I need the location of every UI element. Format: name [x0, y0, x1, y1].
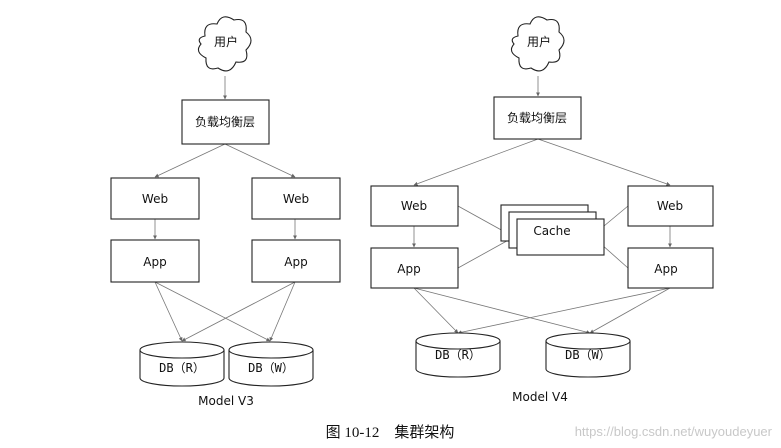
svg-text:DB（R）: DB（R） — [159, 361, 205, 375]
v4-link-appL-dbR — [413, 287, 459, 334]
figure-caption: 图 10-12 集群架构 — [326, 424, 455, 441]
v4-db-write: DB（W） — [545, 332, 631, 378]
v4-db-read: DB（R） — [415, 332, 501, 378]
v4-link-appL-dbW — [413, 287, 591, 335]
v4-link-appL-cache — [457, 236, 515, 269]
v4-lb-label: 负载均衡层 — [507, 111, 567, 125]
v4-link-appR-dbR — [457, 287, 671, 335]
v3-web-left: Web — [110, 177, 200, 220]
v4-web-right: Web — [627, 185, 714, 227]
svg-text:Web: Web — [283, 192, 309, 206]
svg-text:DB（R）: DB（R） — [435, 348, 481, 362]
svg-text:App: App — [654, 262, 677, 276]
svg-text:Web: Web — [657, 199, 683, 213]
svg-text:DB（W）: DB（W） — [565, 348, 611, 362]
v4-link-lb-web-left — [413, 138, 539, 186]
v3-db-write: DB（W） — [228, 341, 314, 387]
v3-user-label: 用户 — [214, 34, 238, 49]
v3-link-lb-web-right — [224, 143, 296, 178]
v3-load-balancer: 负载均衡层 — [181, 99, 270, 145]
v4-cache-label: Cache — [533, 224, 570, 238]
v4-web-left: Web — [370, 185, 459, 227]
v3-lb-label: 负载均衡层 — [195, 115, 255, 129]
svg-text:App: App — [397, 262, 420, 276]
v3-user-cloud: 用户 — [197, 16, 252, 72]
svg-text:DB（W）: DB（W） — [248, 361, 294, 375]
model-v3: 用户 负载均衡层 Web Web App App DB（R） — [110, 16, 341, 408]
v4-link-lb-web-right — [537, 138, 671, 186]
v3-link-appR-dbR — [181, 281, 296, 342]
v3-connectors — [153, 76, 297, 342]
svg-text:App: App — [143, 255, 166, 269]
model-v4: 用户 负载均衡层 Web Web App App Cache — [370, 16, 714, 404]
v3-link-appL-dbR — [154, 281, 183, 342]
v4-title: Model V4 — [512, 390, 568, 404]
v3-title: Model V3 — [198, 394, 254, 408]
v3-link-appR-dbW — [269, 281, 296, 342]
v3-link-appL-dbW — [154, 281, 271, 342]
svg-text:Web: Web — [142, 192, 168, 206]
v3-db-read: DB（R） — [139, 341, 225, 387]
v3-link-lb-web-left — [154, 143, 226, 178]
v4-user-label: 用户 — [527, 34, 551, 49]
v3-app-right: App — [251, 239, 341, 283]
v4-app-right: App — [627, 247, 714, 289]
v3-app-left: App — [110, 239, 200, 283]
v3-web-right: Web — [251, 177, 341, 220]
v4-app-left: App — [370, 247, 459, 289]
svg-text:Web: Web — [401, 199, 427, 213]
v4-cache-stack: Cache — [500, 204, 605, 256]
v4-link-appR-dbW — [589, 287, 671, 334]
v4-load-balancer: 负载均衡层 — [493, 96, 582, 140]
watermark: https://blog.csdn.net/wuyoudeyuer — [575, 424, 773, 439]
v4-user-cloud: 用户 — [510, 16, 565, 72]
svg-text:App: App — [284, 255, 307, 269]
